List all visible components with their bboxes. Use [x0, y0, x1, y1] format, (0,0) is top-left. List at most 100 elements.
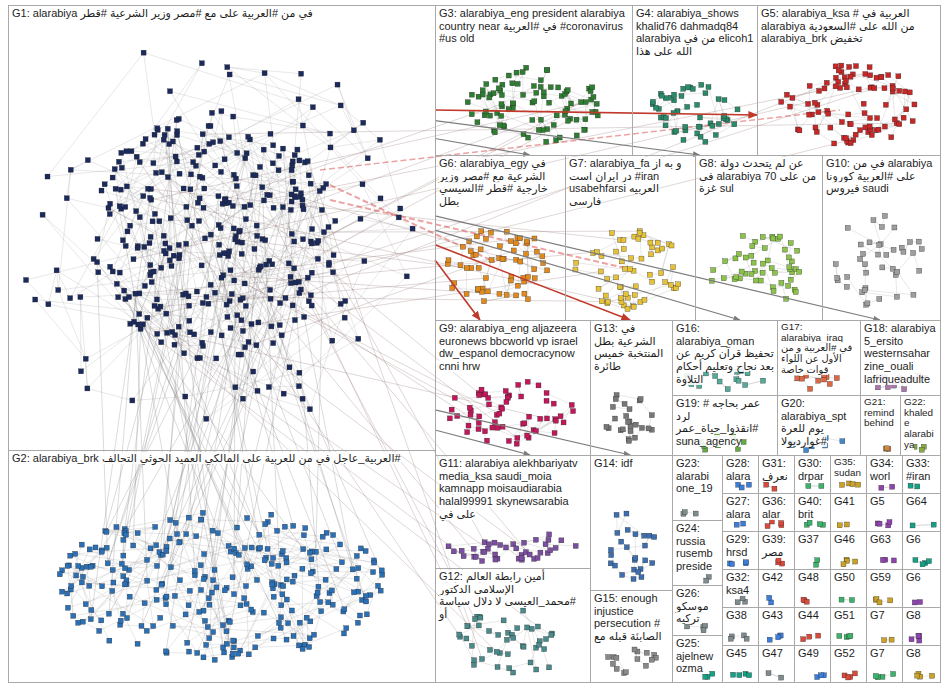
vertex-icon: [531, 83, 536, 88]
cross-group-link: [289, 263, 475, 619]
vertex-icon: [176, 324, 181, 329]
vertex-link: [292, 610, 314, 634]
vertex-icon: [133, 291, 138, 296]
vertex-link: [268, 522, 337, 569]
cross-group-link: [167, 153, 247, 547]
vertex-link: [71, 566, 78, 586]
vertex-icon: [306, 173, 311, 178]
vertex-icon: [125, 229, 130, 234]
vertex-link: [817, 82, 838, 105]
vertex-icon: [290, 163, 295, 168]
cross-group-link: [188, 296, 607, 301]
vertex-icon: [159, 265, 164, 270]
vertex-icon: [288, 281, 293, 286]
vertex-link: [541, 120, 556, 140]
vertex-icon: [225, 314, 230, 319]
vertex-icon: [145, 315, 150, 320]
vertex-icon: [233, 237, 238, 242]
vertex-link: [234, 549, 302, 649]
vertex-icon: [118, 187, 123, 192]
vertex-icon: [200, 340, 205, 345]
cross-group-link: [127, 182, 293, 618]
vertex-icon: [155, 126, 160, 131]
vertex-icon: [174, 118, 179, 123]
vertex-icon: [208, 232, 213, 237]
vertex-icon: [163, 241, 168, 246]
vertex-icon: [184, 204, 189, 209]
vertex-link: [209, 598, 233, 653]
vertex-icon: [499, 93, 504, 98]
vertex-link: [518, 262, 520, 286]
vertex-link: [523, 611, 540, 642]
vertex-icon: [185, 218, 190, 223]
vertex-icon: [326, 225, 331, 230]
vertex-icon: [167, 258, 172, 263]
cross-group-link: [108, 306, 189, 564]
vertex-link: [305, 628, 346, 645]
vertex-link: [527, 417, 529, 436]
vertex-icon: [222, 157, 227, 162]
vertex-link: [617, 395, 641, 399]
cross-group-link: [108, 208, 469, 408]
vertex-icon: [142, 244, 147, 249]
vertex-link: [83, 555, 163, 622]
vertex-icon: [286, 261, 291, 266]
vertex-icon: [298, 191, 303, 196]
vertex-link: [273, 549, 303, 588]
vertex-link: [277, 531, 323, 537]
vertex-icon: [142, 283, 147, 288]
vertex-link: [286, 528, 305, 558]
vertex-link: [259, 535, 340, 545]
vertex-icon: [154, 297, 159, 302]
vertex-icon: [136, 322, 141, 327]
vertex-icon: [168, 216, 173, 221]
vertex-link: [86, 580, 127, 604]
vertex-link: [568, 90, 591, 100]
vertex-icon: [131, 257, 136, 262]
vertex-icon: [521, 92, 526, 97]
cross-group-link: [272, 115, 565, 264]
vertex-link: [893, 88, 913, 121]
vertex-icon: [213, 163, 218, 168]
vertex-icon: [150, 219, 155, 224]
vertex-icon: [197, 219, 202, 224]
vertex-link: [500, 91, 536, 93]
vertex-link: [616, 515, 618, 533]
vertex-icon: [116, 159, 121, 164]
vertex-icon: [594, 101, 599, 106]
vertex-icon: [258, 264, 263, 269]
vertex-icon: [288, 207, 293, 212]
vertex-link: [891, 92, 909, 137]
vertex-icon: [276, 168, 281, 173]
vertex-icon: [167, 142, 172, 147]
cross-group-link: [209, 226, 256, 605]
vertex-icon: [161, 137, 166, 142]
vertex-icon: [208, 282, 213, 287]
vertex-link: [477, 236, 492, 260]
vertex-icon: [219, 169, 224, 174]
vertex-icon: [289, 199, 294, 204]
vertex-icon: [110, 175, 115, 180]
vertex-icon: [228, 268, 233, 273]
vertex-link: [48, 304, 134, 321]
vertex-icon: [232, 278, 237, 283]
cross-group-link: [203, 123, 897, 134]
vertex-link: [338, 85, 368, 159]
vertex-icon: [257, 164, 262, 169]
vertex-icon: [309, 270, 314, 275]
vertex-icon: [333, 218, 338, 223]
vertex-link: [635, 534, 636, 558]
vertex-link: [241, 522, 268, 606]
vertex-link: [513, 73, 517, 104]
vertex-icon: [295, 147, 300, 152]
vertex-icon: [239, 251, 244, 256]
cross-group-link: [97, 262, 108, 563]
vertex-icon: [297, 158, 302, 163]
vertex-icon: [138, 326, 143, 331]
vertex-link: [611, 546, 645, 550]
vertex-icon: [271, 143, 276, 148]
vertex-icon: [279, 333, 284, 338]
vertex-link: [621, 301, 640, 302]
cross-group-link: [237, 191, 320, 527]
vertex-icon: [207, 141, 212, 146]
